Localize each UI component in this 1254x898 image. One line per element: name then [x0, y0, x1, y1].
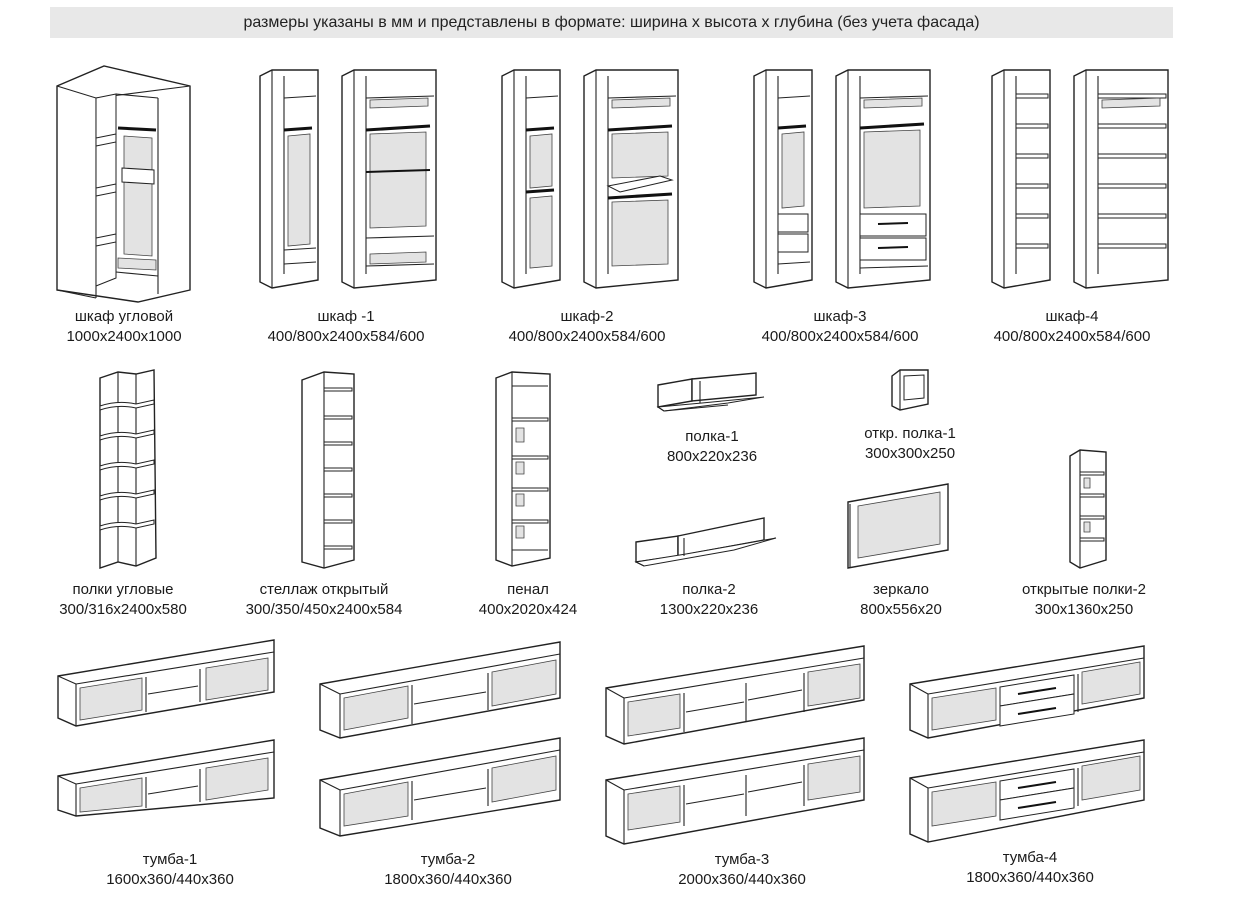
shelf-1 [656, 372, 766, 415]
shelf-2-drawing [634, 517, 777, 567]
tv-stand-1-drawing [57, 639, 275, 817]
corner-shelves [96, 369, 162, 576]
wardrobe-3-drawing [753, 69, 931, 289]
tv-stand-3 [604, 644, 868, 845]
corner-shelves-drawing [99, 369, 157, 569]
tv-stand-2 [318, 640, 564, 837]
mirror-drawing [847, 483, 949, 569]
dimensions-note: размеры указаны в мм и представлены в фо… [50, 7, 1173, 38]
open-rack-drawing [301, 371, 355, 569]
open-shelf-1-drawing [891, 369, 929, 411]
corner-wardrobe [52, 58, 202, 308]
corner-wardrobe-drawing [56, 65, 191, 303]
open-rack [300, 370, 358, 576]
tv-stand-3-drawing [605, 645, 865, 845]
wardrobe-2 [500, 68, 680, 298]
wardrobe-2-drawing [501, 69, 679, 289]
mirror [846, 482, 952, 572]
wardrobe-3 [752, 68, 932, 298]
tv-stand-1 [56, 639, 278, 817]
tv-stand-4 [908, 644, 1148, 843]
tv-stand-4-drawing [909, 645, 1145, 843]
open-shelves-2-drawing [1069, 449, 1107, 569]
penal-drawing [495, 371, 551, 567]
tv-stand-2-drawing [319, 641, 561, 837]
open-shelf-1 [890, 369, 930, 414]
wardrobe-1-drawing [259, 69, 437, 289]
wardrobe-4 [990, 68, 1170, 298]
wardrobe-4-drawing [991, 69, 1169, 289]
shelf-2 [634, 516, 780, 568]
wardrobe-1 [258, 68, 438, 298]
penal [494, 370, 554, 570]
open-shelves-2 [1068, 448, 1110, 574]
shelf-1-drawing [656, 372, 765, 412]
